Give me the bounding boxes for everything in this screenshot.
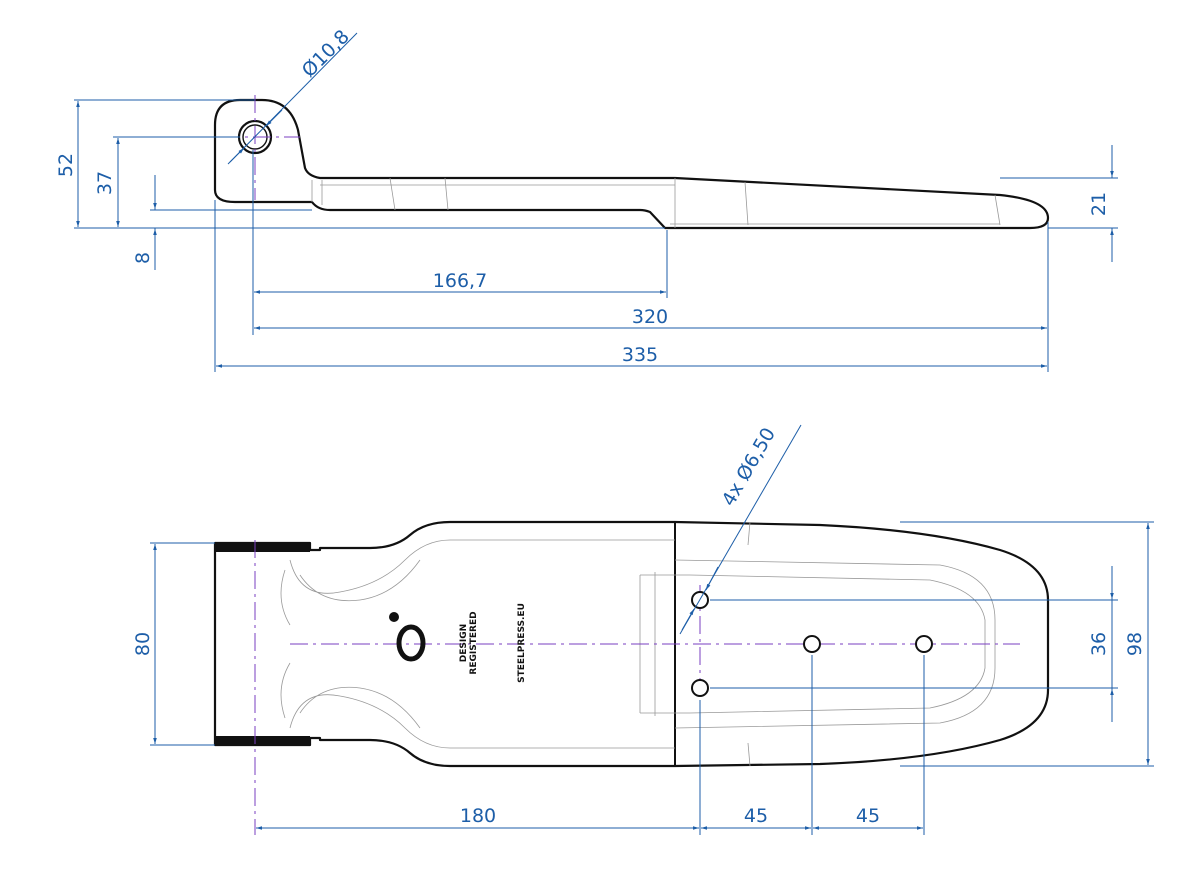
dim-knuckle-width: 80 bbox=[132, 632, 154, 656]
logo-stamp-line2: REGISTERED bbox=[469, 611, 479, 674]
pin-diameter-leader bbox=[229, 32, 358, 163]
dim-hole-spacing-1: 45 bbox=[744, 805, 768, 827]
dim-hole-spacing-vertical: 36 bbox=[1088, 632, 1110, 656]
dim-pin-to-step: 166,7 bbox=[433, 270, 487, 292]
dim-overall-width: 98 bbox=[1124, 632, 1146, 656]
dim-pin-diameter: Ø10,8 bbox=[298, 26, 354, 82]
dim-pin-to-first-holes: 180 bbox=[460, 805, 496, 827]
mounting-hole bbox=[915, 635, 933, 653]
logo-stamp-line1: DESIGN bbox=[459, 624, 469, 662]
dim-hole-spacing-2: 45 bbox=[856, 805, 880, 827]
steelpress-logo: DESIGN REGISTERED STEELPRESS.EU bbox=[389, 603, 527, 683]
dim-hole-callout: 4x Ø6,50 bbox=[718, 424, 780, 510]
mounting-hole bbox=[803, 635, 821, 653]
dim-overall-length: 335 bbox=[622, 344, 658, 366]
hole-callout-leader bbox=[679, 424, 802, 635]
top-view: DESIGN REGISTERED STEELPRESS.EU 4x Ø6,50… bbox=[132, 424, 1154, 835]
logo-website: STEELPRESS.EU bbox=[517, 603, 527, 683]
side-view: Ø10,8 52 37 8 21 166,7 320 335 bbox=[55, 26, 1118, 372]
logo-dot bbox=[389, 612, 399, 622]
mounting-hole bbox=[691, 679, 709, 697]
dim-pin-to-tip: 320 bbox=[632, 306, 668, 328]
dim-pin-center-height: 37 bbox=[94, 171, 116, 195]
dim-overall-height: 52 bbox=[55, 153, 77, 177]
logo-emblem bbox=[396, 624, 426, 662]
dim-tip-thickness: 21 bbox=[1088, 192, 1110, 216]
hinge-side-profile bbox=[213, 98, 1050, 230]
dim-plate-offset: 8 bbox=[132, 252, 154, 264]
